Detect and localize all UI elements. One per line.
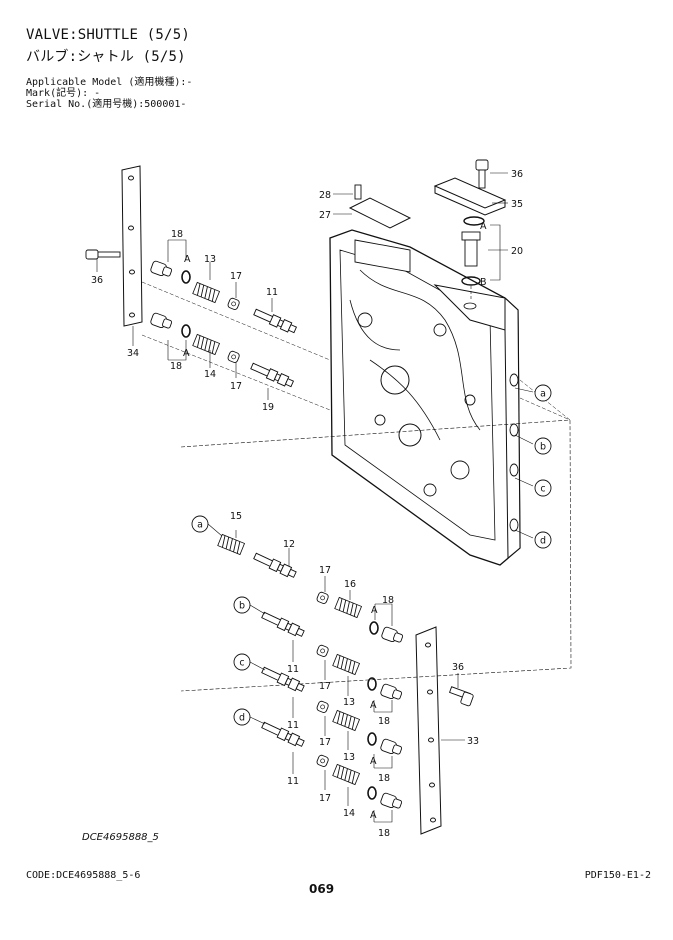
callout-13: 13 bbox=[204, 254, 216, 265]
serial-number: Serial No.(適用号機):500001- bbox=[26, 99, 187, 110]
callout-11: 11 bbox=[287, 720, 299, 731]
callout-A: A bbox=[370, 700, 377, 711]
callout-19: 19 bbox=[262, 402, 274, 413]
leader-lines bbox=[96, 172, 534, 823]
callout-36: 36 bbox=[91, 275, 103, 286]
callout-18: 18 bbox=[170, 361, 182, 372]
svg-text:c: c bbox=[239, 658, 244, 669]
circle-ref-d1: d bbox=[534, 531, 552, 549]
circle-ref-c2: c bbox=[233, 653, 251, 671]
page-title: VALVE:SHUTTLE (5/5) bbox=[26, 27, 190, 43]
callout-36: 36 bbox=[511, 169, 523, 180]
callout-17: 17 bbox=[319, 737, 331, 748]
circle-ref-a1: a bbox=[534, 384, 552, 402]
left-plate bbox=[85, 165, 143, 327]
callout-36: 36 bbox=[452, 662, 464, 673]
cover-plate bbox=[348, 159, 507, 300]
footer-code: CODE:DCE4695888_5-6 bbox=[26, 870, 141, 881]
circle-ref-a2: a bbox=[191, 515, 209, 533]
callout-11: 11 bbox=[287, 776, 299, 787]
callout-28: 28 bbox=[319, 190, 331, 201]
svg-text:d: d bbox=[540, 536, 546, 547]
circle-ref-c1: c bbox=[534, 479, 552, 497]
page-number: 069 bbox=[309, 882, 335, 896]
callout-27: 27 bbox=[319, 210, 331, 221]
callout-A: A bbox=[370, 756, 377, 767]
svg-text:b: b bbox=[239, 601, 245, 612]
circle-ref-b2: b bbox=[233, 596, 251, 614]
callout-14: 14 bbox=[204, 369, 216, 380]
callout-A: A bbox=[370, 810, 377, 821]
callout-17: 17 bbox=[319, 565, 331, 576]
callout-12: 12 bbox=[283, 539, 295, 550]
callout-14: 14 bbox=[343, 808, 355, 819]
document-id: PDF150-E1-2 bbox=[584, 870, 651, 881]
valve-body bbox=[329, 229, 521, 566]
callout-A: A bbox=[480, 221, 487, 232]
svg-text:a: a bbox=[197, 520, 203, 531]
callout-17: 17 bbox=[319, 681, 331, 692]
callout-A: A bbox=[184, 254, 191, 265]
mark: Mark(記号): - bbox=[26, 88, 101, 99]
upper-parts bbox=[141, 259, 331, 411]
callout-11: 11 bbox=[266, 287, 278, 298]
lower-parts bbox=[180, 419, 572, 811]
callout-17: 17 bbox=[319, 793, 331, 804]
callout-A: A bbox=[183, 348, 190, 359]
callout-18: 18 bbox=[378, 716, 390, 727]
svg-text:d: d bbox=[239, 713, 245, 724]
callout-13: 13 bbox=[343, 752, 355, 763]
callout-18: 18 bbox=[382, 595, 394, 606]
callout-B: B bbox=[480, 277, 487, 288]
callout-18: 18 bbox=[378, 828, 390, 839]
circle-ref-d2: d bbox=[233, 708, 251, 726]
callout-18: 18 bbox=[171, 229, 183, 240]
svg-text:b: b bbox=[540, 442, 546, 453]
callout-34: 34 bbox=[127, 348, 139, 359]
callout-33: 33 bbox=[467, 736, 479, 747]
svg-text:c: c bbox=[540, 484, 545, 495]
callout-16: 16 bbox=[344, 579, 356, 590]
svg-text:a: a bbox=[540, 389, 546, 400]
callout-13: 13 bbox=[343, 697, 355, 708]
callout-18: 18 bbox=[378, 773, 390, 784]
callout-A: A bbox=[371, 605, 378, 616]
right-plate bbox=[415, 626, 474, 835]
callout-20: 20 bbox=[511, 246, 523, 257]
callout-15: 15 bbox=[230, 511, 242, 522]
callout-35: 35 bbox=[511, 199, 523, 210]
callout-17: 17 bbox=[230, 271, 242, 282]
part-callouts: 36 35 28 27 20 A B 36 18 A 13 17 11 34 1… bbox=[91, 169, 523, 839]
applicable-model: Applicable Model (適用機種):- bbox=[26, 77, 193, 88]
callout-17: 17 bbox=[230, 381, 242, 392]
circle-ref-b1: b bbox=[534, 437, 552, 455]
page-title-japanese: バルブ:シャトル (5/5) bbox=[26, 49, 186, 65]
callout-11: 11 bbox=[287, 664, 299, 675]
figure-code: DCE4695888_5 bbox=[82, 832, 159, 843]
